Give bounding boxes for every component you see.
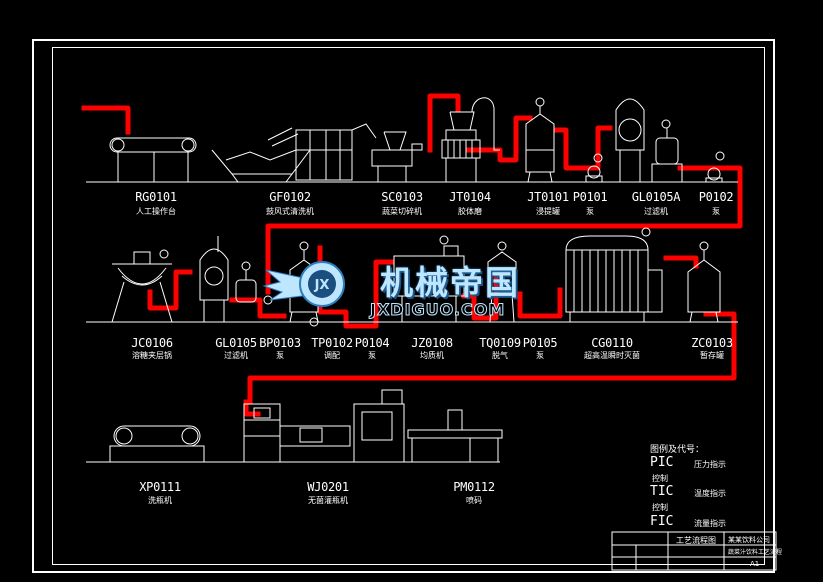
- equip-p0102: [705, 167, 723, 183]
- watermark-url: JXDIGUO.COM: [369, 300, 506, 320]
- pipe-tank-to-row3: [247, 311, 737, 405]
- pipe-inlet-rg: [81, 105, 131, 135]
- equip-code-gf0102: GF0102: [269, 190, 311, 204]
- equip-jt0104: [441, 97, 500, 183]
- equip-name-p0102: 泵: [712, 207, 720, 216]
- equip-name-pm0112: 喷码: [466, 496, 482, 505]
- equip-code-p0101: P0101: [572, 190, 608, 204]
- pipe-jacket-to-filter: [147, 269, 193, 311]
- badge-text: JX: [314, 278, 330, 293]
- equip-name-jc0106: 溶糖夹层锅: [132, 351, 172, 360]
- equip-p0101: [585, 165, 603, 183]
- equip-code-tq0109: TQ0109: [479, 336, 521, 350]
- watermark-title: 机械帝国: [380, 263, 520, 302]
- equip-xp0111: [109, 425, 205, 463]
- gear-icon: [299, 261, 345, 307]
- title-block-org: 某某饮料公司: [728, 536, 770, 544]
- equip-jt0101: [525, 106, 555, 183]
- equip-name-p0101: 泵: [586, 207, 594, 216]
- equip-gf0102: [211, 123, 377, 183]
- pipe-jt-ws: [427, 93, 461, 153]
- equip-jc0106: [111, 251, 173, 323]
- equip-code-pm0112: PM0112: [453, 480, 495, 494]
- pipe-homog-to-degas: [461, 275, 499, 321]
- equip-name-jt0101: 浸提罐: [536, 207, 560, 216]
- legend-sub-tic: 控制: [652, 503, 668, 512]
- wings-icon: [262, 269, 324, 301]
- equip-wj0201: [243, 389, 405, 463]
- equip-name-tq0109: 脱气: [492, 351, 508, 360]
- drawing-border-outer: [32, 39, 775, 573]
- pipe-degas-to-uht: [517, 287, 563, 319]
- pipe-extract-to-filter: [553, 125, 613, 171]
- equip-gl0105a: [615, 98, 683, 183]
- legend-code-pic: PIC: [650, 455, 674, 470]
- equip-name-wj0201: 无菌灌瓶机: [308, 496, 348, 505]
- equip-zc0103: [687, 250, 721, 323]
- equip-name-gl0105: 过滤机: [224, 351, 248, 360]
- equip-code-xp0111: XP0111: [139, 480, 181, 494]
- equipment-lineart: [86, 97, 738, 463]
- legend-desc-tic: 温度指示: [694, 489, 726, 498]
- equip-code-p0102: P0102: [698, 190, 734, 204]
- equip-name-sc0103: 蔬菜切碎机: [382, 207, 422, 216]
- legend-code-tic: TIC: [650, 484, 674, 499]
- equip-code-p0104: P0104: [354, 336, 390, 350]
- equip-code-gl0105: GL0105: [215, 336, 257, 350]
- equip-code-zc0103: ZC0103: [691, 336, 733, 350]
- equip-code-tp0102: TP0102: [311, 336, 353, 350]
- equip-code-gl0105a: GL0105A: [631, 190, 681, 204]
- pipe-colloid-to-extract: [465, 115, 533, 163]
- legend-code-fic: FIC: [650, 514, 674, 529]
- equip-jz0108: [393, 245, 465, 323]
- instrument-indicators: [159, 97, 725, 327]
- pipe-mix-to-homog: [317, 245, 395, 329]
- pipe-filter-to-row2: [265, 165, 743, 295]
- drawing-border-inner: [52, 47, 765, 565]
- equip-name-gf0102: 鼓风式清洗机: [266, 207, 314, 216]
- equip-code-jt0104: JT0104: [449, 190, 491, 204]
- pipe-filter2-to-mix: [229, 297, 287, 319]
- equip-code-jt0101: JT0101: [527, 190, 569, 204]
- legend-desc-pic: 压力指示: [694, 460, 726, 469]
- equip-code-p0105: P0105: [522, 336, 558, 350]
- equip-name-cg0110: 超高温瞬时灭菌: [584, 351, 640, 360]
- equip-code-wj0201: WJ0201: [307, 480, 349, 494]
- title-block-sheet: A1: [750, 560, 760, 568]
- equip-code-rg0101: RG0101: [135, 190, 177, 204]
- equip-name-gl0105a: 过滤机: [644, 207, 668, 216]
- pipe-uht-to-tank: [663, 255, 699, 269]
- equip-name-rg0101: 人工操作台: [136, 207, 176, 216]
- legend-sub-pic: 控制: [652, 474, 668, 483]
- title-block-title: 工艺流程图: [676, 536, 716, 545]
- equip-code-bp0103: BP0103: [259, 336, 301, 350]
- equip-name-tp0102: 调配: [324, 351, 340, 360]
- watermark-logo: JX: [262, 261, 345, 307]
- legend-title: 图例及代号：: [650, 445, 705, 455]
- equip-pm0112: [407, 409, 503, 462]
- equip-name-xp0111: 洗瓶机: [148, 496, 172, 505]
- equip-name-p0105: 泵: [536, 351, 544, 360]
- legend-desc-fic: 流量指示: [694, 519, 726, 528]
- equip-name-jt0104: 胶体磨: [458, 207, 482, 216]
- equip-rg0101: [109, 137, 197, 182]
- equip-tq0109: [487, 251, 517, 323]
- equip-code-jz0108: JZ0108: [411, 336, 453, 350]
- equip-cg0110: [565, 235, 663, 322]
- title-block-sub: 蔬菜汁饮料工艺流程: [728, 549, 783, 556]
- equip-name-zc0103: 暂存罐: [700, 351, 724, 360]
- equip-code-cg0110: CG0110: [591, 336, 633, 350]
- equip-code-sc0103: SC0103: [381, 190, 423, 204]
- process-piping: [81, 93, 743, 417]
- equip-gl0105: [199, 236, 257, 323]
- title-block-frame: [611, 531, 777, 571]
- equip-code-jc0106: JC0106: [131, 336, 173, 350]
- equip-name-jz0108: 均质机: [420, 351, 444, 360]
- equip-name-bp0103: 泵: [276, 351, 284, 360]
- equip-sc0103: [371, 131, 423, 183]
- equip-name-p0104: 泵: [368, 351, 376, 360]
